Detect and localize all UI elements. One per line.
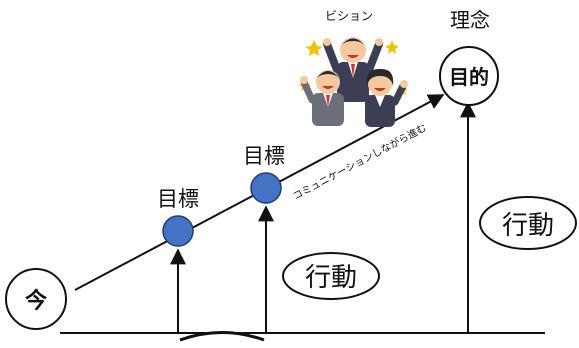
action-ellipse-center	[282, 252, 380, 300]
goal-label-2: 目標	[243, 144, 285, 168]
now-label: 今	[25, 288, 47, 314]
now-circle	[5, 268, 67, 330]
action-ellipse-right	[479, 196, 577, 250]
purpose-circle	[439, 46, 499, 106]
goal-label-1: 目標	[157, 187, 199, 211]
communication-label: コミュニケーションしながら進む	[290, 121, 428, 203]
action-label-right: 行動	[502, 211, 554, 241]
milestone-circle-2	[250, 172, 282, 204]
person-left	[300, 70, 344, 126]
person-right	[365, 68, 408, 127]
milestone-circle-1	[162, 215, 194, 247]
vision-label: ビション	[325, 9, 373, 23]
person-center	[323, 37, 383, 102]
philosophy-label: 理念	[450, 8, 490, 32]
celebrating-businesspeople-illustration	[299, 37, 408, 127]
action-label-center: 行動	[305, 263, 357, 293]
purpose-label: 目的	[449, 65, 489, 89]
bottom-brace	[179, 331, 265, 342]
